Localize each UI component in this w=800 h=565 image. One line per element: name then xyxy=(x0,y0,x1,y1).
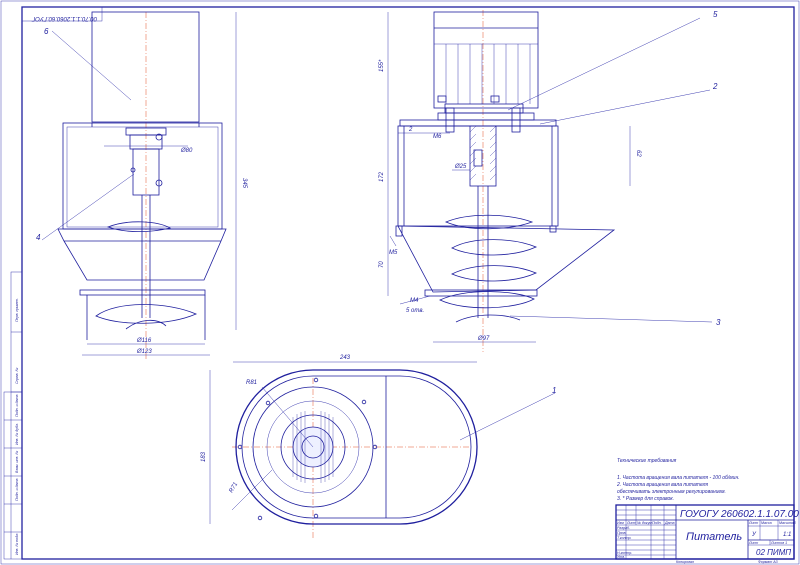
margin-strip: Перв. примен. Справ. № Подп. и дата Инв.… xyxy=(3,271,23,560)
corner-stamp: 00.70.1.1.2060.60.ГУОГ xyxy=(21,6,103,22)
dim-top-dia: Ø80 xyxy=(180,148,193,154)
plan-view: 243 183 R81 R71 1 xyxy=(201,355,556,540)
mounting-plate xyxy=(399,119,557,127)
auger-flight xyxy=(106,221,172,233)
callout-6: 6 xyxy=(44,27,49,36)
margin-label: Справ. № xyxy=(15,368,19,384)
tb-scale: 1:1 xyxy=(783,532,791,538)
callout-4: 4 xyxy=(36,233,41,242)
dim-r71: R71 xyxy=(229,481,240,494)
dim-m6: M6 xyxy=(433,134,442,140)
motor xyxy=(433,11,539,109)
corner-stamp-text: 00.70.1.1.2060.60.ГУОГ xyxy=(31,15,97,21)
tb-scale-label: Масштаб xyxy=(779,521,797,525)
tech-heading: Технические требования xyxy=(617,458,677,464)
margin-label: Подп. и дата xyxy=(15,479,19,502)
callout-3: 3 xyxy=(716,318,721,327)
role-label: Н.контр. xyxy=(617,551,632,555)
title-block: ГОУОГУ 260602.1.1.07.00 Изм Лист № докум… xyxy=(615,504,799,564)
callout-2: 2 xyxy=(712,82,718,91)
dim-m4: M4 xyxy=(410,298,419,304)
dim-243: 243 xyxy=(339,355,351,361)
dim-2: 2 xyxy=(408,127,413,133)
tech-line-3: обеспечивать электронным регулированием. xyxy=(617,489,726,495)
tb-copied: Копировал xyxy=(676,560,694,564)
tb-mass-label: Масса xyxy=(761,521,772,525)
front-view: Ø80 345 Ø116 Ø123 6 4 xyxy=(36,11,247,360)
tb-litera: У xyxy=(751,532,757,538)
dim-r81: R81 xyxy=(246,380,257,386)
dim-m5: M5 xyxy=(389,250,398,256)
margin-label: Инв. № дубл. xyxy=(15,423,19,445)
tb-group: 02 ПИМП xyxy=(756,548,791,557)
role-label: Утв. xyxy=(617,555,625,559)
row-label: Подп. xyxy=(652,521,662,525)
plan-outer-oval xyxy=(235,369,478,525)
row-label: Лист xyxy=(626,521,636,525)
margin-label: Взам. инв. № xyxy=(15,451,19,473)
side-auger-flight xyxy=(444,214,534,230)
callout-5: 5 xyxy=(713,10,718,19)
margin-label: Перв. примен. xyxy=(15,298,19,322)
dim-bottom-dia-2: Ø123 xyxy=(136,349,152,355)
drawing-title: Питатель xyxy=(686,531,742,543)
dim-70: 70 xyxy=(379,261,385,268)
margin-label: Подп. и дата xyxy=(15,395,19,418)
margin-label: Инв. № подл. xyxy=(15,533,19,555)
side-hopper xyxy=(397,225,616,293)
tb-format: Формат А3 xyxy=(758,560,778,564)
row-label: Изм xyxy=(617,521,624,525)
frame-body xyxy=(62,122,223,230)
doc-code: ГОУОГУ 260602.1.1.07.00 xyxy=(680,509,799,520)
motor-housing xyxy=(91,11,200,123)
side-section-view: 155* 172 70 62 2 M6 Ø25 M5 M4 5 отв. Ø97… xyxy=(379,10,721,352)
tb-sheet-label: Лист xyxy=(748,541,758,545)
tb-sheets-label: Листов 1 xyxy=(770,541,787,545)
dim-25: Ø25 xyxy=(454,164,467,170)
tech-line-2: 2. Частота вращения вала питателя xyxy=(616,482,708,488)
dim-mid-h: 172 xyxy=(379,171,385,182)
dim-holes: 5 отв. xyxy=(406,308,424,314)
role-label: Пров. xyxy=(617,531,626,535)
dim-top-h: 155* xyxy=(379,59,385,72)
row-label: № докум. xyxy=(637,521,653,525)
callout-1: 1 xyxy=(552,386,556,395)
dim-bottom-dia-1: Ø116 xyxy=(136,338,152,344)
technical-requirements: Технические требования 1. Частота вращен… xyxy=(616,458,740,502)
dim-height: 345 xyxy=(241,178,247,189)
row-label: Дата xyxy=(664,521,674,525)
tech-line-4: 3. * Размер для справок. xyxy=(617,496,674,502)
role-label: Т.контр. xyxy=(617,536,632,540)
tb-litera-label: Лист xyxy=(748,521,758,525)
dim-97: Ø97 xyxy=(477,336,490,342)
tech-line-1: 1. Частота вращения вала питателя - 100 … xyxy=(617,475,740,481)
dim-62: 62 xyxy=(635,150,641,157)
role-label: Разраб. xyxy=(617,526,630,530)
dim-183: 183 xyxy=(201,451,207,462)
